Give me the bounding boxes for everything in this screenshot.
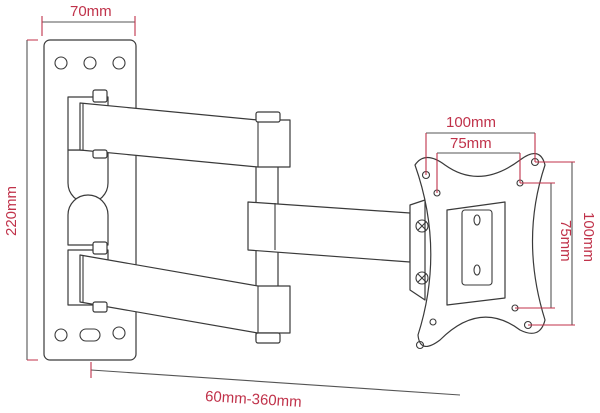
vesa-plate xyxy=(409,153,546,350)
vesa-horizontal-inner-label: 75mm xyxy=(450,135,492,152)
dimension-lines xyxy=(26,16,575,396)
lower-arm xyxy=(67,241,291,344)
plate-width-label: 70mm xyxy=(70,3,112,20)
wall-plate xyxy=(43,39,137,361)
plate-height-label: 220mm xyxy=(3,185,20,236)
vesa-vertical-inner-label: 75mm xyxy=(557,220,574,262)
vesa-horizontal-outer-label: 100mm xyxy=(446,114,497,131)
vesa-vertical-outer-label: 100mm xyxy=(580,212,597,263)
upper-arm xyxy=(67,89,291,168)
